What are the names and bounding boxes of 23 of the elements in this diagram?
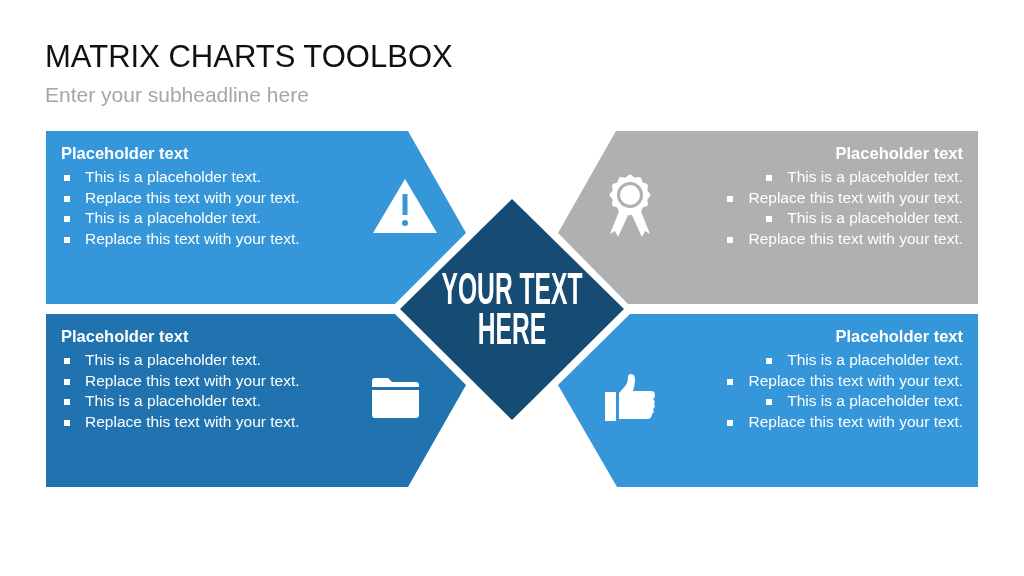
bullet-item: Replace this text with your text. bbox=[724, 187, 963, 209]
bullet-item: Replace this text with your text. bbox=[724, 411, 963, 433]
bullet-item: Replace this text with your text. bbox=[724, 370, 963, 392]
bullet-item: Replace this text with your text. bbox=[61, 228, 300, 250]
bullet-item: This is a placeholder text. bbox=[61, 350, 261, 371]
panel-heading: Placeholder text bbox=[835, 143, 963, 164]
bullet-item: This is a placeholder text. bbox=[61, 208, 261, 229]
bullet-item: Replace this text with your text. bbox=[61, 411, 300, 433]
bullet-item: This is a placeholder text. bbox=[763, 208, 963, 229]
subheadline: Enter your subheadline here bbox=[45, 82, 309, 108]
bullet-item: This is a placeholder text. bbox=[763, 167, 963, 188]
center-text: YOUR TEXT HERE bbox=[440, 269, 584, 349]
bullet-item: Replace this text with your text. bbox=[61, 370, 300, 392]
panel-heading: Placeholder text bbox=[835, 326, 963, 347]
bullet-item: This is a placeholder text. bbox=[763, 391, 963, 412]
bullet-item: This is a placeholder text. bbox=[763, 350, 963, 371]
panel-heading: Placeholder text bbox=[61, 326, 189, 347]
panel-heading: Placeholder text bbox=[61, 143, 189, 164]
bullet-item: Replace this text with your text. bbox=[724, 228, 963, 250]
slide-title: MATRIX CHARTS TOOLBOX bbox=[45, 39, 453, 75]
bullet-item: This is a placeholder text. bbox=[61, 167, 261, 188]
bullet-item: Replace this text with your text. bbox=[61, 187, 300, 209]
bullet-item: This is a placeholder text. bbox=[61, 391, 261, 412]
